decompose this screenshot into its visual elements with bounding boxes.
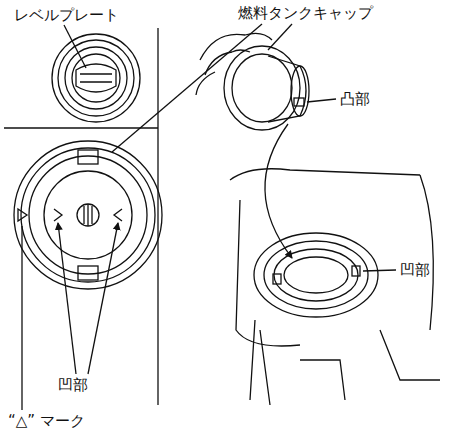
part-label: 燃料タンクキャップ xyxy=(236,4,375,22)
part-label: 凸部 xyxy=(338,90,372,108)
part-label: レベルプレート xyxy=(12,6,121,24)
part-label: 凹部 xyxy=(398,261,432,279)
part-label: “△” マーク xyxy=(6,412,87,430)
part-label: 凹部 xyxy=(56,376,90,394)
